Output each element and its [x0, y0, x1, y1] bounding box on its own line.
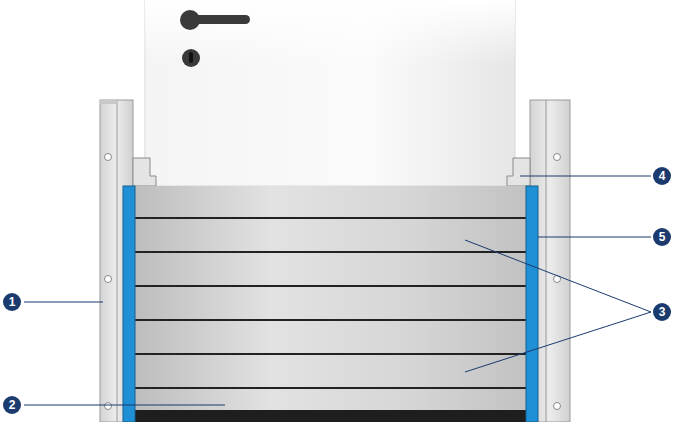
panel-seam: [135, 285, 526, 287]
clamp-brackets: [133, 158, 530, 186]
panel-seam: [135, 251, 526, 253]
panel-seam: [135, 319, 526, 321]
panel-seam: [135, 353, 526, 355]
callout-number: 2: [3, 396, 21, 414]
leader-lines: [24, 176, 651, 405]
callout-number: 3: [653, 303, 671, 321]
callout-number: 1: [3, 293, 21, 311]
panel-seam: [135, 217, 526, 219]
callout-number: 5: [653, 228, 671, 246]
callout-number: 4: [653, 167, 671, 185]
seal-strips: [123, 186, 538, 422]
door: [145, 0, 515, 186]
panel-seam: [135, 387, 526, 389]
barrier-panels: [135, 186, 526, 422]
